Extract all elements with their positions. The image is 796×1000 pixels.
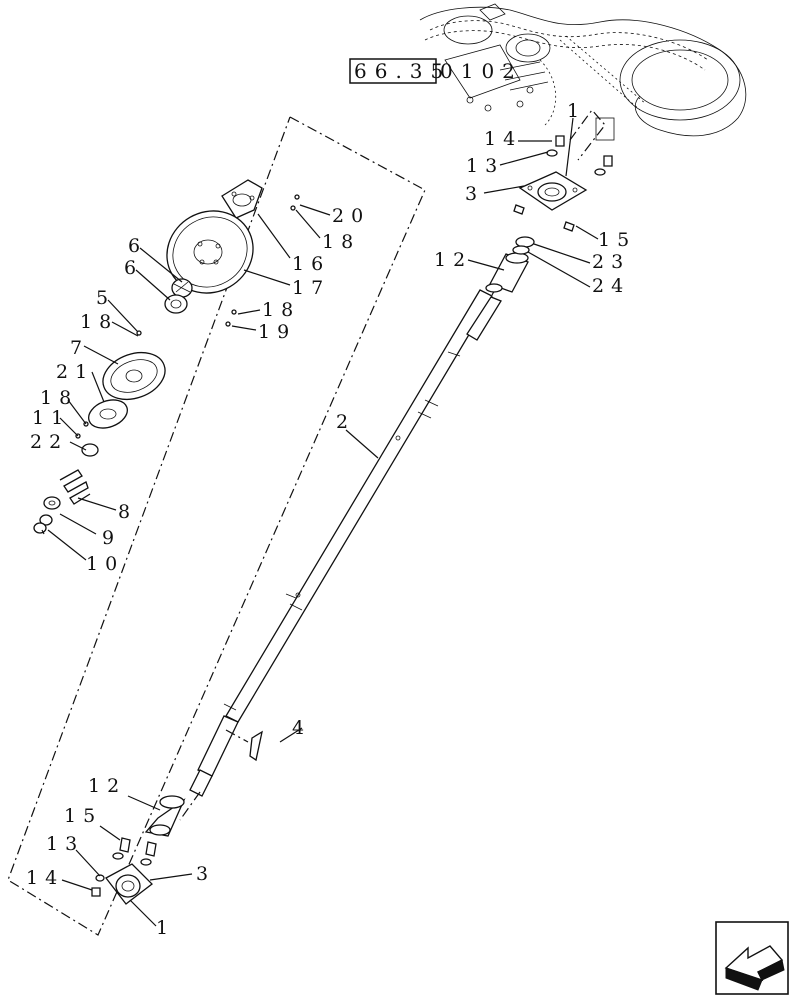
label-14-top: 14 [484, 128, 522, 150]
label-3-top: 3 [465, 183, 484, 205]
label-14-bottom: 14 [26, 867, 64, 889]
leader-lines [41, 117, 599, 927]
label-11: 11 [32, 407, 70, 429]
top-group-outline [569, 109, 606, 161]
label-22: 22 [30, 431, 68, 453]
label-5: 5 [96, 287, 115, 309]
group-outline [7, 116, 426, 936]
label-19: 19 [258, 321, 296, 343]
label-10: 10 [86, 553, 124, 575]
label-18-c: 18 [80, 311, 118, 333]
label-24: 24 [592, 275, 630, 297]
label-1-top: 1 [567, 100, 586, 122]
callout-labels: 1 14 13 3 15 23 24 12 2 4 20 18 16 17 18… [26, 100, 636, 939]
label-3-bottom: 3 [196, 863, 215, 885]
label-23: 23 [592, 251, 630, 273]
label-12-bottom: 12 [88, 775, 126, 797]
label-13-bottom: 13 [46, 833, 84, 855]
reference-figure-number: 0102 [440, 59, 523, 83]
label-18-d: 18 [40, 387, 78, 409]
label-9: 9 [102, 527, 121, 549]
label-15-top: 15 [598, 229, 636, 251]
section-reference[interactable]: 66.35 0102 [349, 58, 523, 84]
reference-box [349, 58, 437, 84]
label-20: 20 [332, 205, 370, 227]
label-13-top: 13 [466, 155, 504, 177]
shaft [179, 244, 521, 821]
label-21: 21 [56, 361, 94, 383]
label-18-b: 18 [262, 299, 300, 321]
bottom-bearing-group [91, 795, 186, 905]
label-17: 17 [292, 277, 330, 299]
key [249, 730, 263, 762]
label-16: 16 [292, 253, 330, 275]
label-1-bottom: 1 [156, 917, 175, 939]
label-6-a: 6 [128, 235, 147, 257]
label-4: 4 [292, 717, 311, 739]
top-bearing-group [485, 135, 613, 293]
context-assembly-sketch [419, 3, 747, 141]
label-15-bottom: 15 [64, 805, 102, 827]
label-6-b: 6 [124, 257, 143, 279]
label-7: 7 [70, 337, 89, 359]
label-12-top: 12 [434, 249, 472, 271]
reference-section-number: 66.35 [354, 59, 451, 83]
label-2: 2 [336, 411, 355, 433]
previous-page-arrow-icon[interactable] [715, 921, 789, 995]
label-8: 8 [118, 501, 137, 523]
label-18-a: 18 [322, 231, 360, 253]
